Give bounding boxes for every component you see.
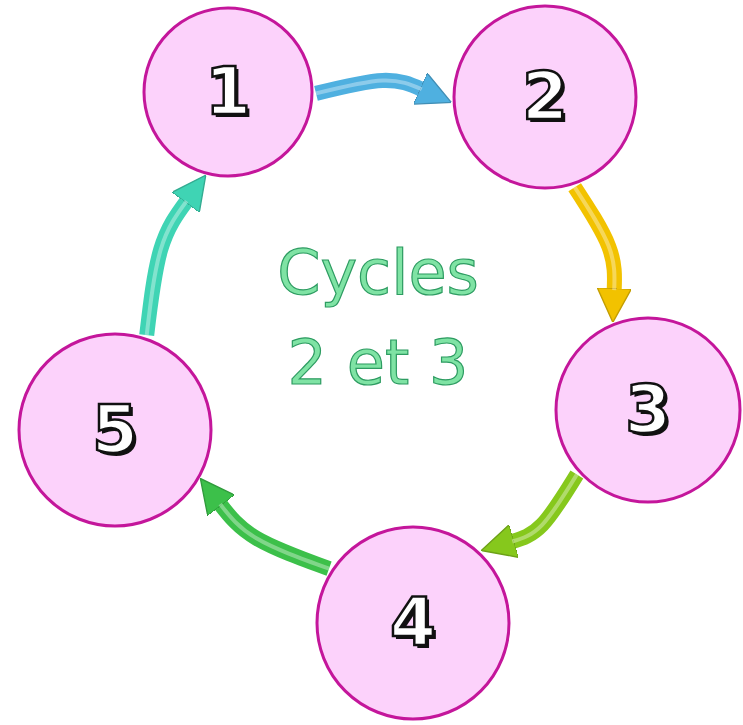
cycle-arrow (220, 504, 329, 569)
cycle-step-circle: 1 (142, 6, 314, 178)
cycle-step-circle: 3 (554, 316, 742, 504)
circle-text-holder: 5 (17, 332, 213, 528)
step-number: 2 (522, 64, 568, 130)
circle-text-holder: 1 (142, 6, 314, 178)
cycle-step-circle: 5 (17, 332, 213, 528)
step-number: 5 (92, 397, 138, 463)
step-number: 4 (390, 590, 436, 656)
cycle-arrow (147, 201, 187, 335)
center-title: Cycles 2 et 3 (253, 228, 503, 408)
circle-shape (317, 527, 509, 719)
cycle-step-circle: 2 (452, 4, 638, 190)
step-number: 1 (205, 59, 251, 125)
cycle-arrow (575, 187, 615, 290)
arrow-highlight (220, 504, 329, 569)
circle-shape (556, 318, 740, 502)
arrow-highlight (512, 474, 577, 541)
cycle-arrow (316, 80, 422, 93)
step-number: 3 (625, 377, 671, 443)
circle-shape (144, 8, 312, 176)
arrow-highlight (575, 187, 615, 290)
circle-text-holder: 3 (554, 316, 742, 504)
cycle-step-circle: 4 (315, 525, 511, 721)
circle-shape (454, 6, 636, 188)
arrow-highlight (316, 80, 422, 93)
circle-shape (19, 334, 211, 526)
circle-text-holder: 2 (452, 4, 638, 190)
circle-text-holder: 4 (315, 525, 511, 721)
arrow-highlight (147, 201, 187, 335)
cycle-arrow (512, 474, 577, 541)
